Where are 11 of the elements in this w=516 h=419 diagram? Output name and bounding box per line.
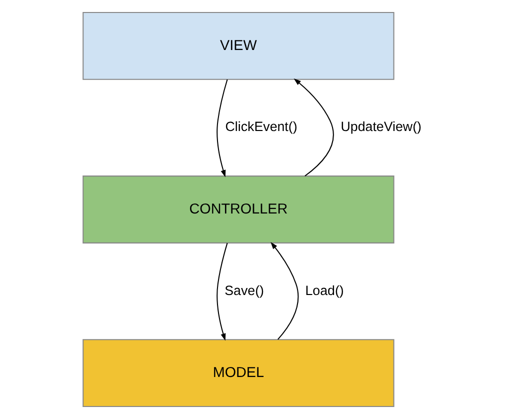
node-box: MODEL xyxy=(82,339,394,408)
node-box: VIEW xyxy=(82,12,394,80)
arrow xyxy=(216,242,228,341)
arrow xyxy=(216,79,228,178)
node-box: CONTROLLER xyxy=(82,176,394,244)
edge-label: UpdateView() xyxy=(340,119,422,134)
edge-label: Load() xyxy=(305,282,344,298)
edge-label: ClickEvent() xyxy=(225,119,298,134)
arrow xyxy=(294,78,334,176)
arrow xyxy=(270,242,299,340)
edge-label: Save() xyxy=(224,282,264,298)
